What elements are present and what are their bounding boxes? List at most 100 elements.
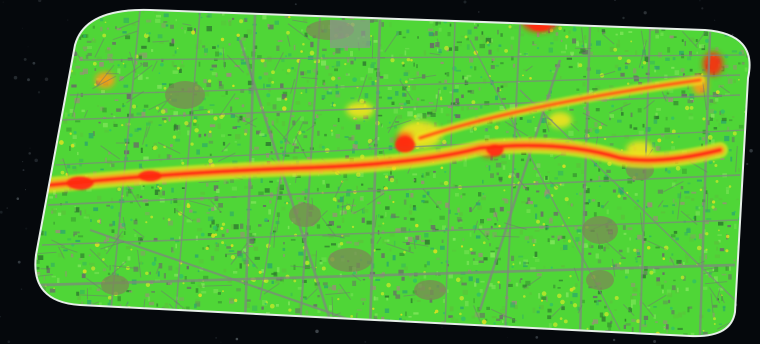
street-segment <box>230 242 248 265</box>
plaza <box>330 20 370 48</box>
block-speck <box>86 214 90 218</box>
block-speck <box>338 47 344 51</box>
block-speck <box>456 216 462 221</box>
block-speck <box>344 46 348 51</box>
street-segment <box>704 281 728 285</box>
block-speck <box>702 69 706 72</box>
block-speck <box>532 44 537 46</box>
block-speck <box>642 123 645 128</box>
block-speck <box>284 138 287 143</box>
heat-speck <box>372 307 375 311</box>
block-speck <box>360 196 364 202</box>
block-speck <box>635 237 638 240</box>
block-speck <box>563 239 566 243</box>
block-speck <box>82 68 88 74</box>
heat-speck <box>549 302 554 307</box>
block-speck <box>57 277 60 283</box>
heat-speck <box>671 129 676 134</box>
block-speck <box>354 242 360 246</box>
block-speck <box>568 130 574 136</box>
block-speck <box>436 20 441 25</box>
block-speck <box>644 56 650 63</box>
block-speck <box>662 300 668 305</box>
block-speck <box>127 113 130 118</box>
street-segment <box>542 111 550 133</box>
block-speck <box>570 301 573 304</box>
block-speck <box>446 289 449 293</box>
heat-speck <box>599 185 601 188</box>
block-speck <box>154 189 160 195</box>
hotspot <box>346 102 374 118</box>
block-speck <box>63 257 66 260</box>
block-speck <box>149 300 155 303</box>
block-speck <box>661 284 664 289</box>
block-speck <box>80 253 85 258</box>
heat-speck <box>121 123 124 127</box>
block-speck <box>408 246 411 252</box>
block-speck <box>581 299 585 304</box>
street-segment <box>226 54 245 73</box>
block-speck <box>429 42 435 49</box>
heat-speck <box>459 295 464 301</box>
backdrop-dot <box>441 326 443 328</box>
block-speck <box>226 72 232 77</box>
block-speck <box>139 195 143 198</box>
block-speck <box>248 63 252 69</box>
street-segment <box>122 217 126 231</box>
block-speck <box>520 278 523 280</box>
block-speck <box>78 302 85 305</box>
block-speck <box>681 90 686 94</box>
street-segment <box>402 241 429 247</box>
block-speck <box>522 314 524 319</box>
block-speck <box>687 306 690 313</box>
block-speck <box>557 287 561 289</box>
block-speck <box>266 84 271 88</box>
block-speck <box>206 82 212 88</box>
block-speck <box>473 26 478 29</box>
block-speck <box>193 122 197 126</box>
heatmap-noise <box>35 9 750 337</box>
block-speck <box>102 268 106 272</box>
backdrop-dot <box>25 189 27 191</box>
block-speck <box>591 322 594 325</box>
park <box>582 216 618 244</box>
block-speck <box>346 191 351 197</box>
block-speck <box>725 266 729 271</box>
block-speck <box>127 186 132 189</box>
block-speck <box>282 69 284 71</box>
block-speck <box>86 188 92 192</box>
heat-speck <box>305 260 310 266</box>
block-speck <box>424 175 427 178</box>
block-speck <box>318 145 321 149</box>
block-speck <box>339 196 344 203</box>
heat-speck <box>354 140 358 145</box>
block-speck <box>93 207 99 212</box>
block-speck <box>230 106 233 112</box>
block-speck <box>428 31 433 36</box>
heat-speck <box>443 180 449 186</box>
block-speck <box>219 48 225 54</box>
street-segment <box>545 116 553 121</box>
block-speck <box>536 173 541 177</box>
block-speck <box>158 124 162 126</box>
heat-speck <box>260 58 265 63</box>
block-speck <box>611 133 617 137</box>
block-speck <box>342 205 348 209</box>
block-speck <box>237 143 241 146</box>
heat-speck <box>109 129 112 132</box>
block-speck <box>726 189 729 194</box>
block-speck <box>104 157 107 163</box>
block-speck <box>453 89 459 93</box>
block-speck <box>403 199 407 205</box>
block-speck <box>75 65 81 69</box>
heat-speck <box>444 227 448 231</box>
heat-speck <box>181 161 185 165</box>
block-speck <box>603 246 606 252</box>
heat-speck <box>662 257 666 261</box>
block-speck <box>625 323 631 326</box>
street-segment <box>573 267 580 282</box>
block-speck <box>404 266 408 271</box>
block-speck <box>671 210 674 215</box>
